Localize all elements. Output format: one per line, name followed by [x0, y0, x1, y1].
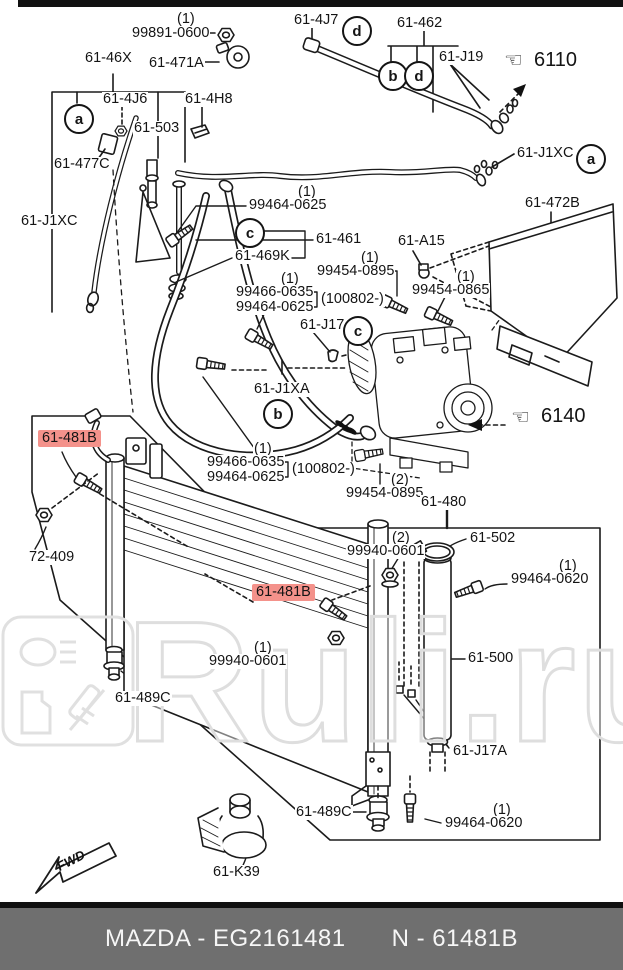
part-99940-0601-b: 99940-0601 [208, 653, 288, 670]
part-61-4J6: 61-4J6 [102, 91, 149, 108]
qty-99464-0620-b: (1) [492, 802, 512, 819]
part-61-480: 61-480 [420, 494, 468, 511]
highlight-61-481B-1: 61-481B [38, 430, 101, 448]
qty-99940-0601-a: (2) [391, 530, 411, 547]
part-6110: 6110 [534, 49, 578, 71]
callout-circle-c: c [235, 218, 265, 248]
part-99466-0635-b: 99466-0635 [206, 454, 286, 471]
pointing-hand-6110: ☜ [504, 49, 523, 72]
baffle-panel [450, 203, 618, 387]
part-61-472B: 61-472B [524, 195, 581, 212]
footer-divider [0, 902, 623, 908]
part-99464-0625-a: 99464-0625 [248, 197, 328, 214]
highlight-61-481B-2: 61-481B [252, 584, 315, 602]
part-99454-0895-a: 99454-0895 [316, 263, 396, 280]
part-61-A15: 61-A15 [397, 233, 446, 250]
part-99940-0601-a: 99940-0601 [346, 543, 426, 560]
part-61-J1XA: 61-J1XA [253, 381, 311, 398]
part-99454-0865: 99454-0865 [411, 282, 491, 299]
note-100802-b: (100802-) [291, 461, 356, 478]
qty-99466-0635-a: (1) [280, 271, 300, 288]
part-61-K39: 61-K39 [212, 864, 261, 881]
footer-part-number: N - 61481B [391, 925, 519, 952]
qty-99891-0600: (1) [176, 11, 196, 28]
part-72-409: 72-409 [28, 549, 76, 566]
part-6140: 6140 [541, 405, 586, 427]
part-99464-0620-b: 99464-0620 [444, 815, 524, 832]
callout-circle-d: d [404, 61, 434, 91]
part-61-J17: 61-J17 [299, 317, 346, 334]
qty-99454-0865: (1) [456, 269, 476, 286]
qty-99466-0635-b: (1) [253, 441, 273, 458]
part-61-461: 61-461 [315, 231, 363, 248]
qty-99464-0625-a: (1) [297, 184, 317, 201]
part-61-46X: 61-46X [84, 50, 133, 67]
part-61-J1XC-left: 61-J1XC [20, 213, 79, 230]
upper-pipes [175, 37, 526, 187]
part-99464-0620-a: 99464-0620 [510, 571, 590, 588]
part-61-469K: 61-469K [234, 248, 291, 265]
part-61-J1XC-right: 61-J1XC [516, 145, 575, 162]
part-61-4H8: 61-4H8 [184, 91, 234, 108]
part-61-471A: 61-471A [148, 55, 205, 72]
callout-circle-a: a [64, 104, 94, 134]
callout-circle-a: a [576, 144, 606, 174]
note-100802-a: (100802-) [320, 291, 385, 308]
callout-circle-d: d [342, 16, 372, 46]
part-61-4J7: 61-4J7 [293, 12, 340, 29]
callout-circle-b: b [263, 399, 293, 429]
top-black-bar [18, 0, 623, 7]
part-99891-0600: 99891-0600 [131, 25, 211, 42]
part-99464-0625-c: 99464-0625 [206, 469, 286, 486]
part-99464-0625-b: 99464-0625 [235, 299, 315, 316]
part-61-462: 61-462 [396, 15, 444, 32]
qty-99454-0895-a: (1) [360, 250, 380, 267]
footer-catalog-code: MAZDA - EG2161481 [104, 925, 346, 952]
mount-and-fwd [35, 793, 267, 894]
part-99454-0895-b: 99454-0895 [345, 485, 425, 502]
part-61-477C: 61-477C [53, 156, 111, 173]
part-61-500: 61-500 [467, 650, 515, 667]
part-61-502: 61-502 [469, 530, 517, 547]
qty-99940-0601-b: (1) [253, 640, 273, 657]
part-61-503: 61-503 [133, 120, 181, 137]
condenser-drawing [35, 408, 417, 832]
qty-99464-0620-a: (1) [558, 558, 578, 575]
part-61-489C-2: 61-489C [295, 804, 353, 821]
footer-bar: MAZDA - EG2161481 N - 61481B [0, 908, 623, 970]
part-99466-0635-a: 99466-0635 [235, 284, 315, 301]
qty-99454-0895-b: (2) [390, 472, 410, 489]
pointing-hand-6140: ☜ [511, 406, 530, 429]
part-61-J19: 61-J19 [438, 49, 485, 66]
callout-circle-c: c [343, 316, 373, 346]
compressor-drawing [347, 311, 506, 479]
part-61-J17A: 61-J17A [452, 743, 509, 760]
part-61-489C-1: 61-489C [114, 690, 172, 707]
